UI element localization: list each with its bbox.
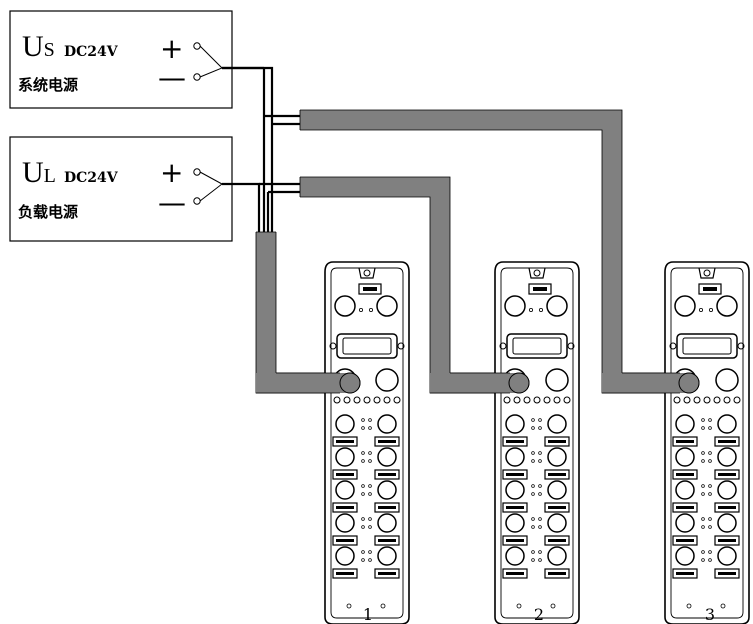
- supply-ul-name: 负载电源: [18, 203, 78, 221]
- module-2-number: 2: [534, 605, 544, 624]
- supply-us-minus-sign: —: [158, 61, 186, 94]
- supply-ul-minus-sign: —: [158, 186, 186, 219]
- supply-us-plus-sign: +: [160, 32, 183, 65]
- supply-ul-plus-sign: +: [160, 156, 183, 189]
- supply-ul-voltage: DC24V: [64, 170, 119, 186]
- supply-ul-minus-terminal: [193, 197, 201, 205]
- supply-ul-label: UL: [22, 156, 56, 189]
- supply-us-name: 系统电源: [18, 76, 78, 94]
- supply-ul-plus-terminal: [193, 168, 201, 176]
- supply-ul-box: [9, 136, 233, 242]
- cable-2-end: [430, 373, 519, 393]
- supply-us-label: US: [22, 30, 55, 63]
- io-module-2: [495, 262, 579, 624]
- wiring: [222, 66, 300, 232]
- io-module-1: [325, 262, 409, 624]
- module-3-number: 3: [705, 605, 715, 624]
- supply-us-plus-terminal: [193, 42, 201, 50]
- module-1-number: 1: [363, 605, 373, 624]
- supply-us-minus-terminal: [193, 73, 201, 81]
- cable-3-end: [602, 373, 689, 393]
- supply-us: US DC24V 系统电源 + —: [9, 10, 233, 109]
- cable-end-outlines: [256, 372, 680, 394]
- supply-us-voltage: DC24V: [64, 44, 119, 60]
- supply-us-box: [9, 10, 233, 109]
- supply-ul: UL DC24V 负载电源 + —: [9, 136, 233, 242]
- cable-1-end: [256, 373, 350, 393]
- io-module-3: [665, 262, 749, 624]
